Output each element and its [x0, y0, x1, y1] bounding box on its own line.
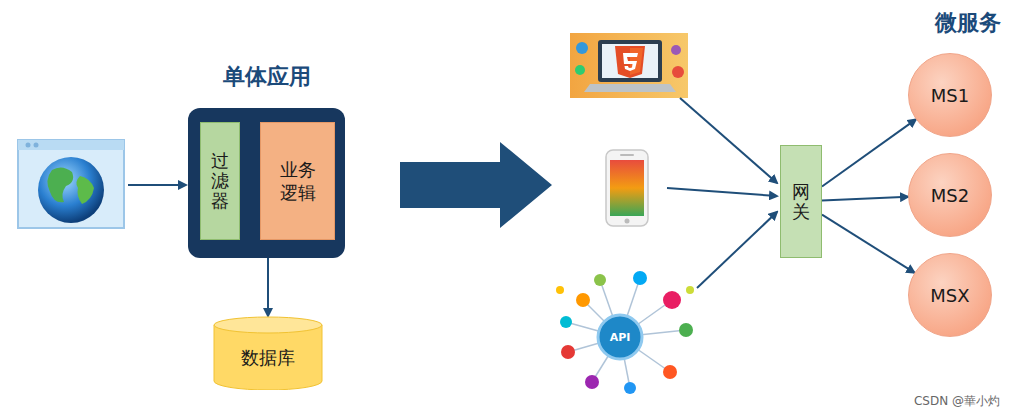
browser-icon [18, 140, 124, 228]
connector-arrow [267, 258, 269, 316]
flow-arrow [697, 212, 777, 288]
watermark: CSDN @華小灼 [914, 393, 1000, 410]
flow-arrow [680, 98, 777, 183]
connector-arrow [822, 197, 908, 201]
node-label: 过滤器 [211, 151, 229, 210]
microservice-circle: MS2 [908, 153, 992, 237]
node-label: MSX [930, 285, 969, 306]
node-label: 网关 [792, 182, 810, 222]
microservice-circle: MSX [908, 253, 992, 337]
flow-arrow [667, 188, 777, 196]
filter-box: 过滤器 [200, 122, 240, 240]
connector-arrow [822, 215, 914, 273]
database-cylinder: 数据库 [213, 316, 323, 390]
flow-arrow [128, 184, 186, 186]
gateway-box: 网关 [780, 145, 822, 258]
api-illustration [556, 271, 694, 394]
group-heading: 微服务 [935, 8, 1001, 38]
monolith-box: 单体应用过滤器业务逻辑 [188, 108, 345, 258]
microservice-circle: MS1 [908, 53, 992, 137]
box-heading: 单体应用 [188, 62, 345, 92]
api-text: API [610, 331, 631, 344]
phone-illustration [606, 150, 648, 226]
transition-arrow [400, 142, 552, 228]
html5-illustration [570, 33, 688, 98]
connector-arrow [822, 119, 916, 186]
node-label: MS2 [931, 185, 969, 206]
node-label: MS1 [931, 85, 969, 106]
node-label: 数据库 [241, 346, 295, 370]
logic-box: 业务逻辑 [260, 122, 335, 240]
node-label: 业务逻辑 [278, 158, 318, 205]
